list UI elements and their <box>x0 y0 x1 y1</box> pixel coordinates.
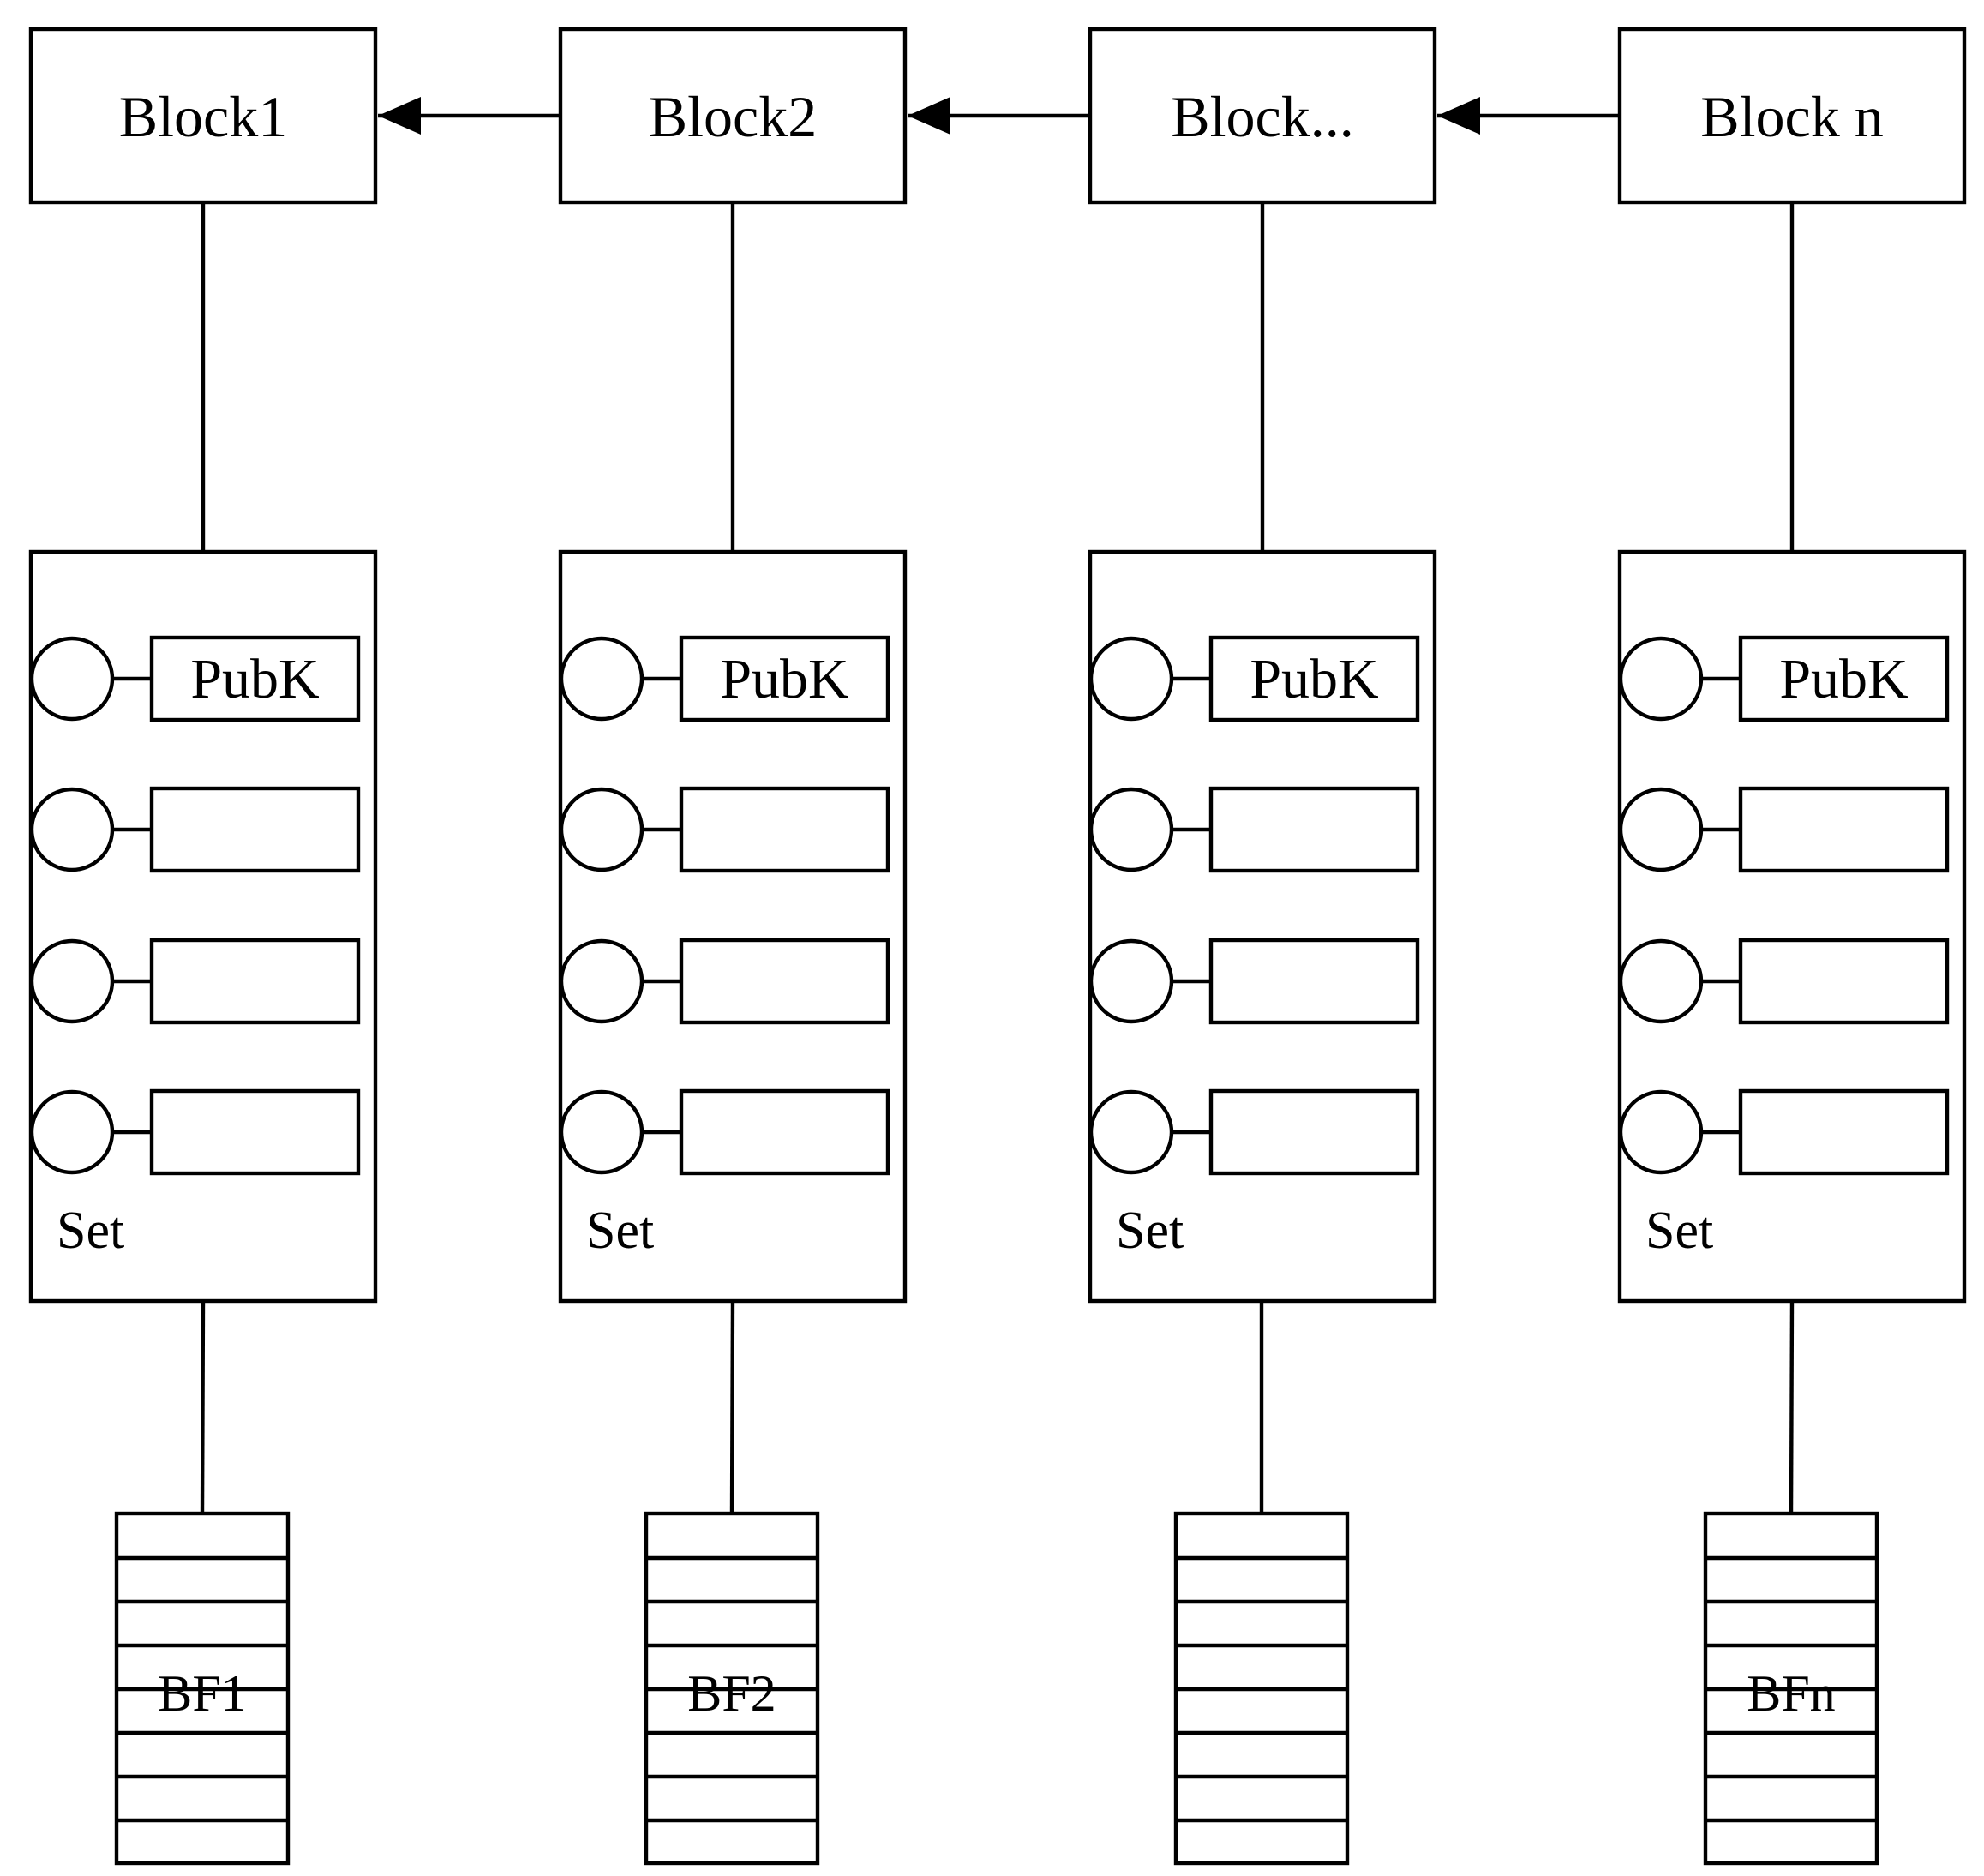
pubkey-label: PubK <box>1779 648 1908 710</box>
key-slot <box>679 635 890 722</box>
set-entry: PubK <box>1088 635 1420 722</box>
key-slot <box>149 1088 361 1176</box>
key-slot <box>1738 635 1950 722</box>
bloom-filter: BF2 <box>644 1511 820 1866</box>
set-entry <box>1088 938 1420 1025</box>
pubkey-label: PubK <box>1250 648 1378 710</box>
set-entry <box>1618 1088 1950 1176</box>
key-slot <box>149 938 361 1025</box>
set-label: Set <box>1116 1202 1184 1260</box>
bloom-filter-label: BF1 <box>158 1665 246 1722</box>
node-circle <box>1618 938 1704 1024</box>
node-circle <box>1618 636 1704 722</box>
block-label: Block1 <box>119 84 287 149</box>
key-slot <box>1208 938 1420 1025</box>
bloom-filter-label: BFn <box>1747 1665 1835 1722</box>
set-to-bloom-connector <box>200 1300 206 1514</box>
block-label: Block2 <box>649 84 817 149</box>
node-circle <box>1088 636 1174 722</box>
set-label: Set <box>57 1202 124 1260</box>
set-label: Set <box>1645 1202 1713 1260</box>
set-entry <box>1618 786 1950 873</box>
set-entry <box>559 938 890 1025</box>
set-to-bloom-connector <box>729 1300 735 1514</box>
block-label: Block... <box>1171 84 1353 149</box>
set-entry: PubK <box>29 635 361 722</box>
key-slot <box>679 938 890 1025</box>
bloom-filter: BFn <box>1703 1511 1879 1866</box>
pubkey-label: PubK <box>190 648 319 710</box>
node-circle <box>559 1089 644 1175</box>
key-slot <box>1738 938 1950 1025</box>
node-circle <box>559 938 644 1024</box>
set-entry <box>1088 786 1420 873</box>
node-circle <box>1618 787 1704 872</box>
node-circle <box>1088 938 1174 1024</box>
column-3: Block... PubK Set <box>1088 27 1437 1866</box>
node-circle <box>1088 1089 1174 1175</box>
node-circle <box>29 787 115 872</box>
set-entry: PubK <box>559 635 890 722</box>
set-entry <box>29 1088 361 1176</box>
key-slot <box>1208 1088 1420 1176</box>
node-circle <box>1088 787 1174 872</box>
key-slot <box>1208 786 1420 873</box>
node-circle <box>559 636 644 722</box>
bloom-filter <box>1173 1511 1350 1866</box>
set-entry <box>29 938 361 1025</box>
set-entry <box>29 786 361 873</box>
key-slot <box>679 1088 890 1176</box>
node-circle <box>559 787 644 872</box>
pubkey-label: PubK <box>720 648 848 710</box>
key-slot <box>1208 635 1420 722</box>
block-box <box>1617 27 1967 205</box>
key-slot <box>1738 786 1950 873</box>
set-label: Set <box>586 1202 654 1260</box>
set-entry <box>1618 938 1950 1025</box>
set-entry <box>559 1088 890 1176</box>
block-box <box>1088 27 1437 205</box>
node-circle <box>1618 1089 1704 1175</box>
block-box <box>28 27 378 205</box>
key-slot <box>1738 1088 1950 1176</box>
node-circle <box>29 636 115 722</box>
bloom-filter-label: BF2 <box>687 1665 776 1722</box>
set-entry <box>559 786 890 873</box>
block-label: Block n <box>1700 84 1883 149</box>
set-to-bloom-connector <box>1789 1300 1795 1514</box>
node-circle <box>29 1089 115 1175</box>
key-slot <box>149 635 361 722</box>
node-circle <box>29 938 115 1024</box>
key-slot <box>679 786 890 873</box>
bloom-filter: BF1 <box>114 1511 291 1866</box>
set-entry: PubK <box>1618 635 1950 722</box>
set-entry <box>1088 1088 1420 1176</box>
key-slot <box>149 786 361 873</box>
